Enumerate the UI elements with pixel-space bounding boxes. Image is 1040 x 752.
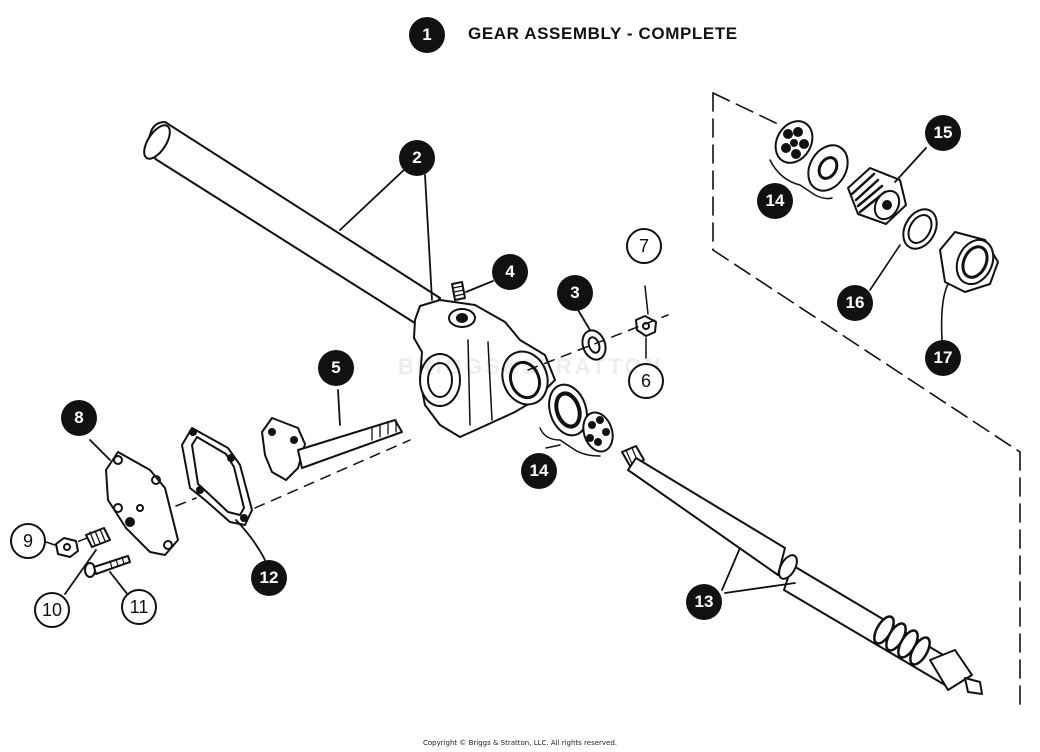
- leader-lines-2: [339, 167, 433, 301]
- callout-16: 16: [837, 285, 873, 321]
- worm-nut: [847, 147, 927, 225]
- cover-gasket: [181, 427, 266, 561]
- callout-12: 12: [251, 560, 287, 596]
- side-cover: [89, 439, 179, 556]
- callout-4: 4: [492, 254, 528, 290]
- watermark-text: BRIGGS&STRATTON: [398, 354, 664, 379]
- sector-shaft: [261, 389, 403, 481]
- callout-3: 3: [557, 275, 593, 311]
- callout-10: 10: [34, 592, 70, 628]
- gear-housing: [413, 299, 556, 438]
- column-tube: [143, 121, 441, 326]
- inset-frame: [712, 92, 1021, 713]
- callout-1: 1: [409, 17, 445, 53]
- callout-11: 11: [121, 589, 157, 625]
- callout-17: 17: [925, 340, 961, 376]
- upper-bearing-set: [769, 120, 849, 200]
- adjusting-screw: [64, 527, 111, 595]
- retaining-ring: [869, 208, 938, 291]
- callout-13: 13: [686, 584, 722, 620]
- callout-14-upper: 14: [757, 183, 793, 219]
- copyright-notice: Copyright © Briggs & Stratton, LLC. All …: [422, 739, 618, 747]
- jam-nut: [45, 537, 79, 558]
- callout-15: 15: [925, 115, 961, 151]
- callout-2: 2: [399, 140, 435, 176]
- hex-nut-small: [635, 285, 657, 359]
- callout-8: 8: [61, 400, 97, 436]
- page-title: GEAR ASSEMBLY - COMPLETE: [468, 24, 738, 43]
- callout-9: 9: [10, 523, 46, 559]
- adjuster-plug: [939, 231, 999, 341]
- callout-6: 6: [628, 363, 664, 399]
- leader-line-14: [545, 444, 561, 449]
- callout-7: 7: [626, 228, 662, 264]
- cover-bolt: [84, 555, 131, 596]
- callout-5: 5: [318, 350, 354, 386]
- set-screw: [451, 280, 494, 301]
- worm-shaft: [621, 445, 983, 695]
- lower-bearing: [539, 383, 614, 457]
- callout-14-lower: 14: [521, 453, 557, 489]
